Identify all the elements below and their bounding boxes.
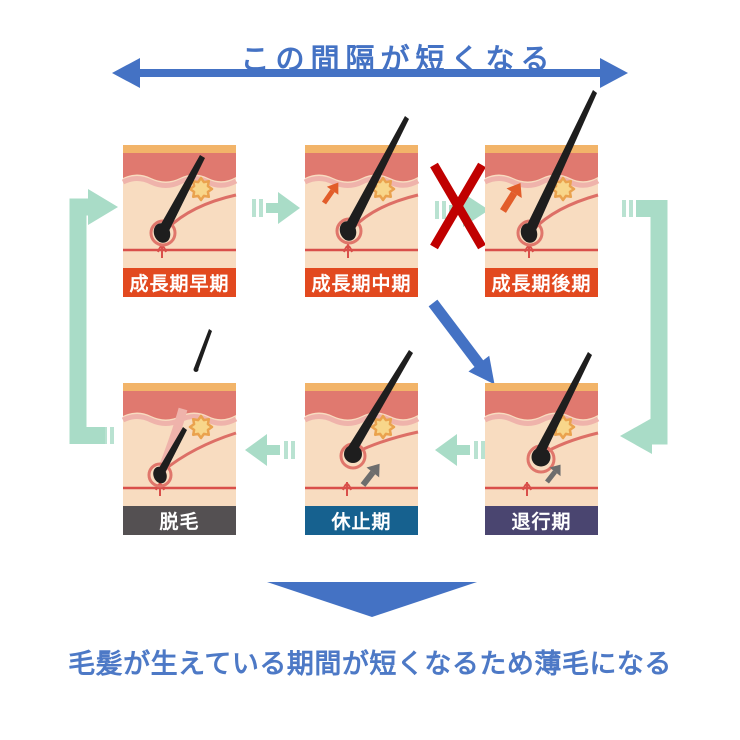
skin-illustration-resting bbox=[303, 350, 420, 506]
stage-panel-resting: 休止期 bbox=[303, 350, 420, 535]
stage-label-regression: 退行期 bbox=[485, 506, 598, 535]
stage-panel-growth-late: 成長期後期 bbox=[483, 90, 600, 297]
growth-up-arrow-small-icon bbox=[321, 182, 339, 205]
diagram-caption: 毛髪が生えている期間が短くなるため薄毛になる bbox=[68, 649, 672, 679]
skip-to-regression-arrow-icon bbox=[428, 299, 495, 385]
cycle-arrow-right-icon bbox=[252, 192, 300, 224]
stage-panel-growth-mid: 成長期中期 bbox=[303, 116, 420, 297]
follicle-rise-arrow-icon bbox=[545, 464, 561, 484]
cycle-arrow-left-icon bbox=[435, 434, 485, 466]
conclusion-arrow-icon bbox=[267, 582, 477, 617]
skin-illustration-shedding bbox=[121, 329, 238, 506]
stage-panel-growth-early: 成長期早期 bbox=[121, 145, 238, 297]
loop-arrow-left-side-icon bbox=[69, 189, 118, 444]
stage-panel-shedding: 脱毛 bbox=[121, 329, 238, 535]
skin-illustration-growth-mid bbox=[303, 116, 420, 268]
follicle-rise-arrow-icon bbox=[360, 463, 380, 487]
cycle-arrow-left-icon bbox=[245, 434, 295, 466]
detached-hair-icon bbox=[194, 329, 212, 370]
stage-label-growth-early: 成長期早期 bbox=[123, 268, 236, 297]
stage-label-resting: 休止期 bbox=[305, 506, 418, 535]
skin-illustration-growth-early bbox=[121, 145, 238, 268]
skin-illustration-regression bbox=[483, 352, 600, 506]
stage-label-growth-mid: 成長期中期 bbox=[305, 268, 418, 297]
stage-panel-regression: 退行期 bbox=[483, 352, 600, 535]
interval-double-arrow-icon bbox=[112, 58, 628, 88]
growth-up-arrow-large-icon bbox=[500, 183, 522, 213]
stage-label-growth-late: 成長期後期 bbox=[485, 268, 598, 297]
stage-label-shedding: 脱毛 bbox=[123, 506, 236, 535]
blocked-x-icon bbox=[430, 162, 486, 250]
loop-arrow-right-side-icon bbox=[620, 200, 668, 454]
skin-illustration-growth-late bbox=[483, 90, 600, 268]
